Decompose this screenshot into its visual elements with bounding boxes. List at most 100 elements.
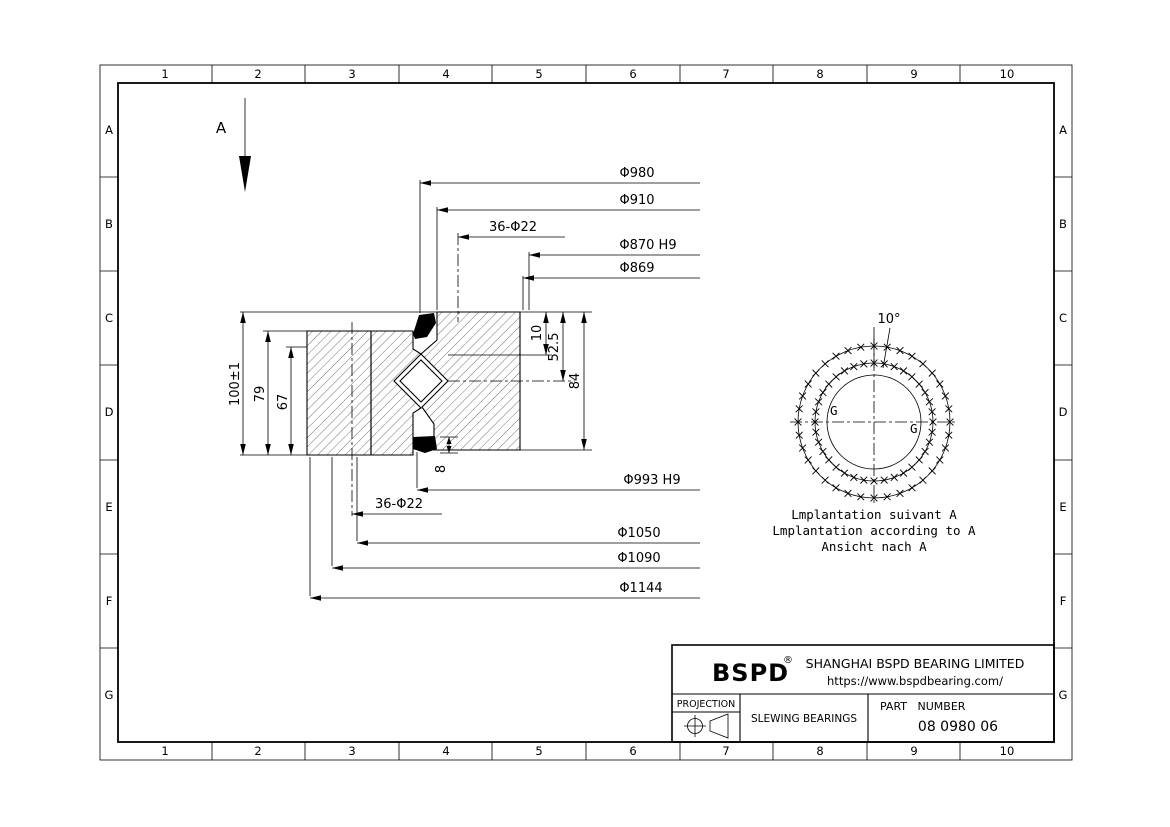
grid-row-label: G xyxy=(1059,688,1068,702)
website-url: https://www.bspdbearing.com/ xyxy=(827,674,1003,688)
bolt-hole-marker xyxy=(896,346,904,355)
grid-column-label: 4 xyxy=(442,67,449,81)
bolt-hole-marker xyxy=(921,447,929,456)
bolt-hole-marker xyxy=(945,431,953,439)
bolt-hole-marker xyxy=(936,380,944,388)
bolt-hole-marker xyxy=(795,431,803,439)
dim-height-79: 79 xyxy=(253,386,268,403)
bolt-hole-marker xyxy=(925,398,934,406)
grid-row-label: A xyxy=(105,123,113,137)
section-arrow-a: A xyxy=(216,98,251,192)
section-view: Φ980 Φ910 36-Φ22 Φ870 H9 Φ869 Φ993 H9 36… xyxy=(228,166,700,601)
sheet-border xyxy=(99,64,1073,761)
bolt-hole-marker xyxy=(812,467,820,475)
bolt-hole-marker xyxy=(814,438,823,446)
bolt-hole-marker xyxy=(795,405,803,413)
center-lines xyxy=(351,233,575,516)
grid-column-label: 4 xyxy=(442,744,449,758)
bolt-hole-marker xyxy=(880,360,888,368)
grid-row-label: D xyxy=(1059,405,1068,419)
bolt-hole-marker xyxy=(811,418,819,426)
dim-phi869: Φ869 xyxy=(619,261,654,276)
dim-phi1050: Φ1050 xyxy=(617,526,660,541)
bolt-hole-marker xyxy=(812,428,820,436)
dim-phi1144: Φ1144 xyxy=(619,581,662,596)
grid-column-label: 9 xyxy=(910,744,917,758)
grid-column-label: 1 xyxy=(161,744,168,758)
bolt-hole-marker xyxy=(890,362,898,371)
product-type: SLEWING BEARINGS xyxy=(751,713,857,725)
bolt-hole-marker xyxy=(819,388,827,397)
bolt-hole-marker xyxy=(857,343,865,351)
bolt-hole-marker xyxy=(890,473,898,482)
bolt-hole-marker xyxy=(880,476,888,484)
dim-52-5: 52.5 xyxy=(547,333,562,362)
bolt-hole-marker xyxy=(919,476,927,484)
bolt-hole-markers xyxy=(794,342,954,502)
bolt-hole-marker xyxy=(883,343,891,351)
angle-label: 10° xyxy=(877,312,900,327)
part-number-label: PART NUMBER xyxy=(880,700,966,713)
dim-phi910: Φ910 xyxy=(619,193,654,208)
grid-row-label: E xyxy=(1059,500,1066,514)
bolt-hole-marker xyxy=(798,392,807,400)
view-label-a: A xyxy=(216,119,227,137)
bolt-hole-marker xyxy=(899,469,908,477)
bolt-hole-marker xyxy=(840,469,849,477)
bolt-hole-marker xyxy=(850,362,858,371)
grid-row-label: F xyxy=(106,594,113,608)
bolt-hole-marker xyxy=(812,369,820,377)
seal-bottom xyxy=(413,436,437,453)
dim-bolts-top: 36-Φ22 xyxy=(489,220,537,235)
bolt-hole-marker xyxy=(945,405,953,413)
grid-column-label: 10 xyxy=(1000,744,1015,758)
dim-height-67: 67 xyxy=(276,394,291,411)
grid-column-label: 5 xyxy=(535,744,542,758)
bolt-hole-marker xyxy=(832,373,840,381)
bolt-hole-marker xyxy=(825,380,833,388)
dim-84: 84 xyxy=(568,373,583,390)
bolt-hole-marker xyxy=(832,484,840,492)
dim-8: 8 xyxy=(434,465,449,473)
company-name: SHANGHAI BSPD BEARING LIMITED xyxy=(806,656,1025,671)
bolt-hole-marker xyxy=(915,456,923,464)
grid-column-label: 5 xyxy=(535,67,542,81)
bolt-hole-marker xyxy=(941,444,950,452)
grid-column-label: 2 xyxy=(254,744,261,758)
bolt-hole-marker xyxy=(857,493,865,501)
bolt-hole-marker xyxy=(798,444,807,452)
bolt-hole-marker xyxy=(844,346,852,355)
bolt-hole-marker xyxy=(908,484,916,492)
bolt-hole-marker xyxy=(929,418,937,426)
g-label-left: G xyxy=(830,403,838,418)
bolt-hole-marker xyxy=(908,352,916,360)
bolt-hole-marker xyxy=(812,408,820,416)
dim-phi980: Φ980 xyxy=(619,166,654,181)
dim-10: 10 xyxy=(530,325,545,342)
bolt-hole-marker xyxy=(908,463,916,471)
bolt-hole-marker xyxy=(819,447,827,456)
grid-row-label: B xyxy=(1059,217,1067,231)
grid-row-label: C xyxy=(1059,311,1067,325)
bolt-hole-marker xyxy=(928,428,936,436)
bolt-hole-marker xyxy=(870,494,878,502)
grid-row-label: A xyxy=(1059,123,1067,137)
view-caption-line: Lmplantation according to A xyxy=(772,523,976,538)
bolt-hole-marker xyxy=(794,418,802,426)
grid-row-label: C xyxy=(105,311,113,325)
projection-label: PROJECTION xyxy=(677,699,735,710)
part-number-value: 08 0980 06 xyxy=(918,719,998,735)
bolt-hole-marker xyxy=(928,467,936,475)
first-angle-projection-icon xyxy=(684,713,729,739)
grid-column-label: 8 xyxy=(816,744,823,758)
bolt-pattern-view: 10° G G Lmplantation suivant A Lmplantat… xyxy=(772,312,976,554)
dimension-lines xyxy=(242,182,700,599)
bolt-hole-marker xyxy=(936,456,944,464)
grid-row-label: D xyxy=(105,405,114,419)
bore-circle xyxy=(826,374,922,470)
grid-column-label: 2 xyxy=(254,67,261,81)
bolt-hole-marker xyxy=(825,456,833,464)
inner-ring-section-left xyxy=(306,330,372,456)
bolt-hole-marker xyxy=(860,360,868,368)
